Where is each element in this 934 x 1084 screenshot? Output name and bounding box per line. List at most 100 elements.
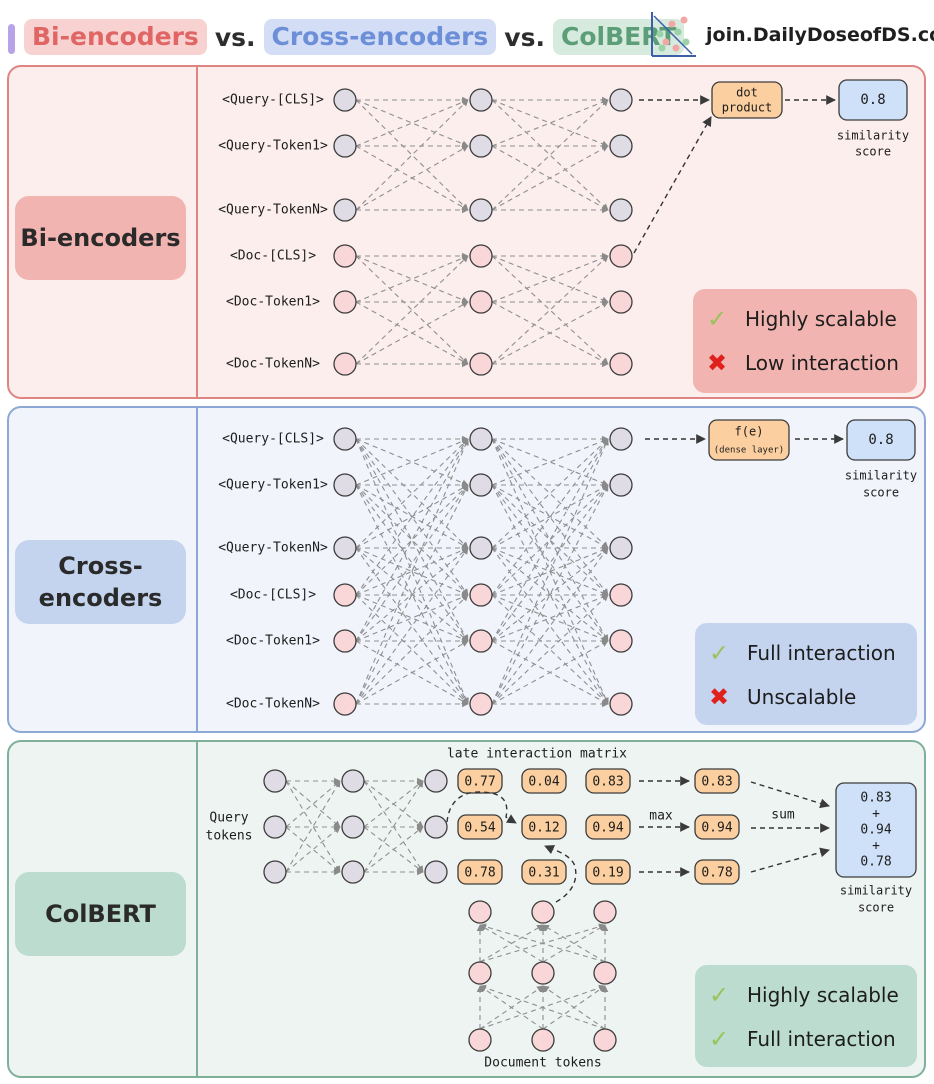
panel-divider <box>196 67 198 397</box>
query-token-node <box>424 860 448 884</box>
matrix-cell <box>585 814 631 840</box>
title-cross-encoders: Cross-encoders <box>263 19 497 55</box>
doc-token-node <box>531 1028 555 1052</box>
check-icon: ✓ <box>709 981 730 1009</box>
matrix-cell-value: 0.78 <box>464 866 495 881</box>
cross-encoders-label-line: encoders <box>38 584 163 612</box>
check-icon: ✓ <box>709 639 730 667</box>
query-token-node <box>333 473 357 497</box>
query-token-node <box>609 88 633 112</box>
doc-token-node <box>333 629 357 653</box>
query-token-node <box>341 815 365 839</box>
dashed-edge <box>285 826 341 873</box>
dashed-edge <box>363 780 424 873</box>
property-row: ✓ Full interaction <box>709 1017 903 1061</box>
similarity-score-caption: score <box>863 486 899 500</box>
dashed-edge <box>355 484 469 549</box>
token-label: <Doc-[CLS]> <box>230 249 316 264</box>
matrix-cell <box>521 814 567 840</box>
doc-token-node <box>333 583 357 607</box>
matrix-cell-value: 0.94 <box>592 821 623 836</box>
doc-token-node <box>593 900 617 924</box>
dashed-edge <box>491 145 609 211</box>
dashed-edge <box>363 826 424 873</box>
query-token-node <box>333 134 357 158</box>
accent-bar <box>8 24 15 54</box>
dashed-edge <box>355 484 469 596</box>
query-token-node <box>469 198 493 222</box>
query-tokens-label: tokens <box>206 829 253 844</box>
cross-encoders-panel: Cross- encoders <Query-[CLS]><Query-Toke… <box>7 406 926 733</box>
dashed-edge <box>479 985 544 1030</box>
dashed-edge <box>285 780 341 828</box>
dashed-edge <box>355 438 469 642</box>
matrix-cell-value: 0.77 <box>464 775 495 790</box>
dashed-edge <box>491 484 609 642</box>
dashed-edge <box>491 594 609 642</box>
matrix-cell-value: 0.31 <box>528 866 559 881</box>
query-token-node <box>333 88 357 112</box>
query-token-node <box>341 860 365 884</box>
matrix-cell <box>585 768 631 794</box>
dashed-edge <box>355 547 469 596</box>
dashed-edge <box>491 438 609 642</box>
dashed-edge <box>491 99 609 147</box>
dashed-edge <box>491 255 609 365</box>
similarity-score-caption: similarity <box>837 129 909 143</box>
bi-encoders-properties: ✓ Highly scalable ✖ Low interaction <box>693 289 917 393</box>
query-token-node <box>609 536 633 560</box>
doc-token-node <box>468 900 492 924</box>
doc-to-matrix-arrow <box>544 845 577 903</box>
sum-line: 0.83 <box>860 791 891 806</box>
dashed-edge <box>363 780 424 828</box>
query-token-node <box>333 536 357 560</box>
dashed-edge <box>355 255 469 365</box>
token-label: <Query-[CLS]> <box>222 432 324 447</box>
dashed-edge <box>355 594 469 642</box>
dashed-edge <box>355 594 469 705</box>
dashed-edge <box>355 99 469 147</box>
dashed-edge <box>355 640 469 705</box>
sum-line: + <box>872 839 880 854</box>
dot-product-label: dot <box>736 86 758 100</box>
query-token-node <box>263 769 287 793</box>
dashed-edge <box>479 984 606 1030</box>
token-label: <Doc-TokenN> <box>226 357 320 372</box>
property-text: Highly scalable <box>745 307 897 331</box>
matrix-cell <box>521 768 567 794</box>
doc-token-node <box>469 692 493 716</box>
dashed-edge <box>491 594 609 642</box>
property-row: ✖ Unscalable <box>709 675 903 719</box>
dashed-edge <box>355 594 469 642</box>
doc-token-node <box>593 1028 617 1052</box>
check-icon: ✓ <box>707 305 728 333</box>
max-value-box <box>694 814 740 840</box>
query-token-node <box>609 134 633 158</box>
dashed-edge <box>355 145 469 211</box>
dashed-edge <box>355 484 469 596</box>
title-vs-1: vs. <box>214 22 256 52</box>
sum-line: 0.78 <box>860 855 891 870</box>
property-row: ✓ Full interaction <box>709 631 903 675</box>
bi-encoders-panel: Bi-encoders <Query-[CLS]><Query-Token1><… <box>7 65 926 399</box>
doc-token-node <box>531 961 555 985</box>
dashed-edge <box>491 547 609 705</box>
dense-layer-box <box>708 419 790 461</box>
similarity-score-value: 0.8 <box>868 432 893 448</box>
dashed-edge <box>542 924 606 963</box>
cross-encoders-label-line: Cross- <box>58 552 143 580</box>
query-token-node <box>609 473 633 497</box>
matrix-cell <box>585 859 631 885</box>
token-label: <Doc-Token1> <box>226 634 320 649</box>
dashed-edge <box>491 255 609 303</box>
doc-token-node <box>468 1028 492 1052</box>
query-token-node <box>341 769 365 793</box>
matrix-cell-value: 0.04 <box>528 775 559 790</box>
dense-layer-label: (dense layer) <box>714 446 784 456</box>
dashed-edge <box>355 438 469 486</box>
query-token-node <box>609 427 633 451</box>
dashed-edge <box>355 438 469 549</box>
query-token-node <box>333 198 357 222</box>
query-token-node <box>469 427 493 451</box>
token-label: <Query-TokenN> <box>218 203 328 218</box>
